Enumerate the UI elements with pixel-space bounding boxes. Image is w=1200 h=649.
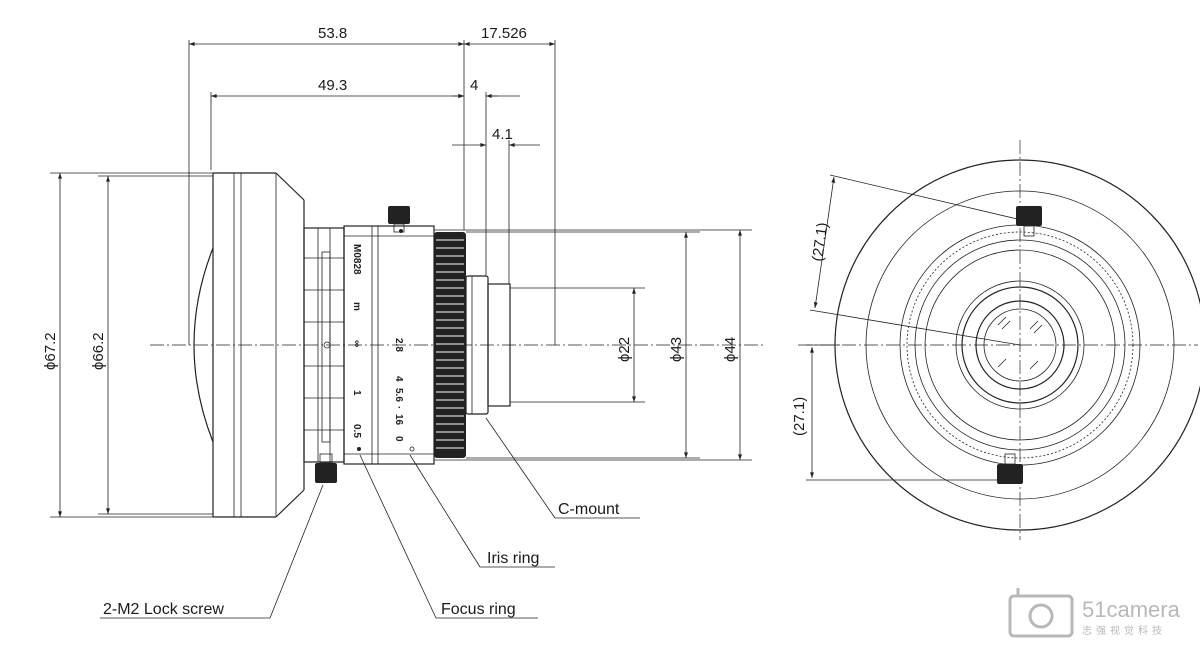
callout-leaders [100, 417, 640, 619]
mark-f16: 16 [393, 414, 404, 426]
mark-f2-8: 2.8 [393, 338, 404, 352]
glass-reflections [997, 316, 1043, 370]
dim-overall-length: 53.8 [318, 25, 347, 42]
mark-focus-0-5: 0.5 [351, 424, 362, 438]
lock-screw-bottom [315, 453, 337, 483]
mark-dot: · [393, 406, 404, 409]
mark-model: M0828 [351, 244, 362, 275]
front-lock-screw-bottom [997, 453, 1023, 484]
mark-focus-1: 1 [351, 390, 362, 396]
dim-dia-67-2: ϕ67.2 [42, 332, 59, 370]
mark-close: 0 [393, 436, 404, 442]
callout-focus-ring: Focus ring [441, 601, 516, 618]
dim-dia-43: ϕ43 [668, 337, 685, 362]
logo-name: 51camera [1082, 597, 1181, 622]
dim-flange-back: 17.526 [481, 25, 527, 42]
lock-screw-top [388, 206, 410, 233]
front-glass-dome [193, 247, 214, 443]
watermark-logo: 51camera 志强视觉科技 [1008, 588, 1181, 638]
dim-front-27-1-bottom: (27.1) [791, 397, 808, 436]
camera-logo-icon [1008, 588, 1074, 638]
mark-infinity: ∞ [351, 340, 362, 347]
dim-dia-66-2: ϕ66.2 [90, 332, 107, 370]
front-view: (27.1) (27.1) [791, 140, 1200, 540]
dim-body-length: 49.3 [318, 77, 347, 94]
side-view: M0828 m ∞ 1 0.5 2.8 4 5.6 · 16 0 [42, 25, 765, 619]
dim-dia-22: ϕ22 [616, 337, 633, 362]
front-lock-screw-top [1016, 206, 1042, 237]
dim-dia-44: ϕ44 [722, 337, 739, 362]
extension-lines [50, 40, 752, 518]
c-mount-thread [465, 275, 511, 415]
iris-ring [434, 232, 466, 458]
dim-4-1: 4.1 [492, 126, 513, 143]
callout-lock-screw: 2-M2 Lock screw [103, 601, 224, 618]
dimension-lines [58, 42, 742, 517]
dim-4: 4 [470, 77, 478, 94]
focus-barrel: M0828 m ∞ 1 0.5 2.8 4 5.6 · 16 0 [343, 225, 435, 465]
front-collar [303, 227, 345, 463]
mark-f5-6: 5.6 [393, 388, 404, 402]
mark-f4: 4 [393, 376, 404, 382]
mark-m: m [351, 302, 362, 311]
callout-c-mount: C-mount [558, 501, 620, 518]
logo-subtitle: 志强视觉科技 [1082, 624, 1166, 637]
dim-front-27-1-top: (27.1) [809, 221, 831, 262]
callout-iris-ring: Iris ring [487, 550, 539, 567]
front-lens-glass [975, 300, 1065, 390]
